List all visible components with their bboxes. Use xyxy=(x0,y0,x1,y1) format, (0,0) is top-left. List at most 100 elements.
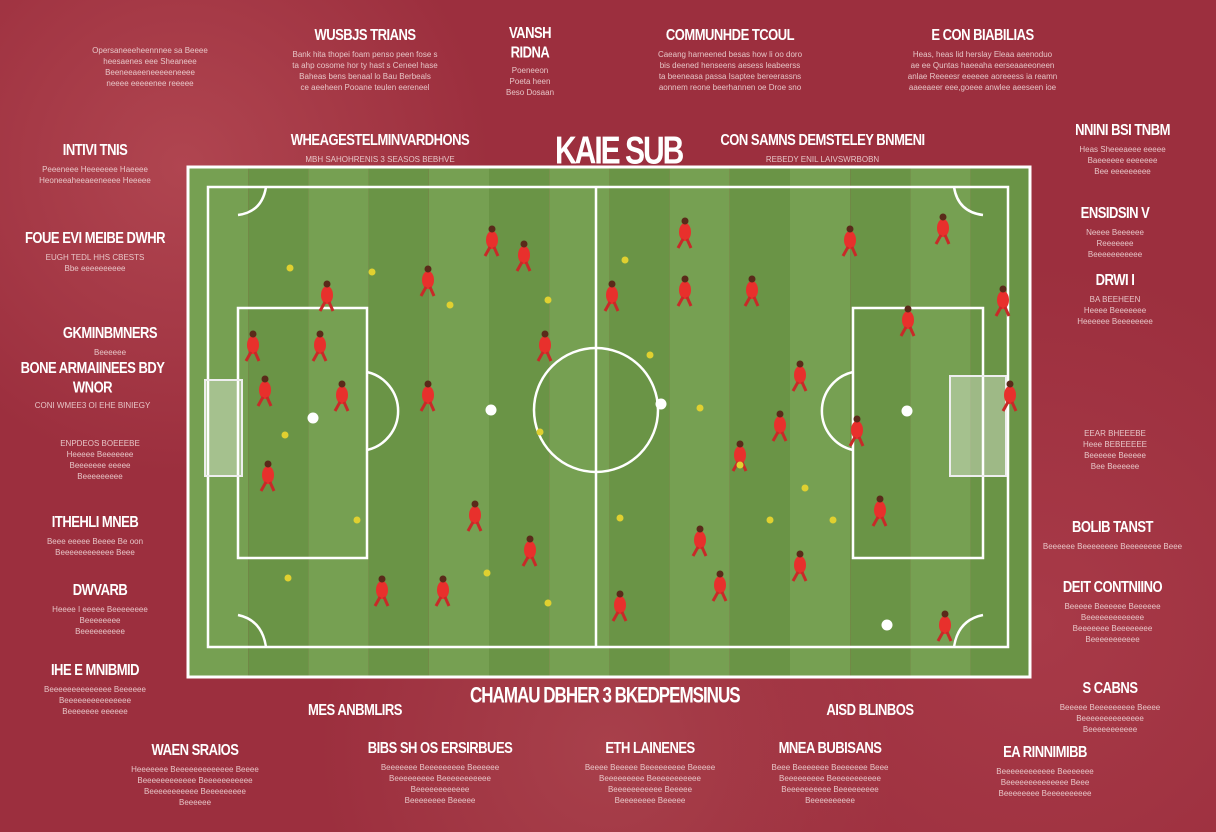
marker xyxy=(616,514,624,522)
info-text: Beeeeeee Beeeeeeeee Beeeeee xyxy=(380,763,500,772)
player xyxy=(691,525,708,557)
info-heading: MES ANBMLIRS xyxy=(308,700,402,719)
info-text: Bee Beeeeee xyxy=(1090,462,1140,471)
player xyxy=(318,280,335,312)
info-text: anlae Reeeesr eeeeee aoreeess ia reamn xyxy=(907,72,1058,81)
info-text: Reeeeeee xyxy=(1096,239,1134,248)
info-heading: FOUE EVI MEIBE DWHR xyxy=(24,228,166,247)
info-text: Heoneeaheeaeeneeee Heeeee xyxy=(39,176,151,185)
corner-arc xyxy=(237,186,268,217)
player xyxy=(934,213,951,245)
corner-arc xyxy=(952,613,984,648)
info-text: Beeeeeeeeeee xyxy=(1082,725,1138,734)
info-text: Beeeeee Beeeee xyxy=(1084,451,1146,460)
left-goal xyxy=(204,379,243,477)
info-text: Beeeeeeee Beeeeeeeeee xyxy=(998,789,1092,798)
corner-arc xyxy=(237,613,268,648)
marker xyxy=(483,569,491,577)
marker xyxy=(544,296,552,304)
info-text: Beeeeeeeeeeeeee Beee xyxy=(1000,778,1090,787)
corner-arc xyxy=(952,186,984,217)
ball xyxy=(307,412,319,424)
info-text: Beeeee Beeeeee Beeeeee xyxy=(1064,602,1161,611)
info-text: Beeeeee xyxy=(178,798,212,807)
info-text: Bbe eeeeeeeeee xyxy=(64,264,126,273)
info-text: aaeeaeer eee,goeee anwlee aeeseen ioe xyxy=(908,83,1057,92)
info-heading: WUSBJS TRIANS xyxy=(314,25,416,44)
info-block: AISD BLINBOS xyxy=(810,700,930,724)
info-text: ta ahp cosome hor ty hast s Ceneel hase xyxy=(292,61,438,70)
right-penalty-arc xyxy=(820,370,854,452)
info-text: Beeeeeeeeeeee Beeeeeee xyxy=(996,767,1094,776)
player xyxy=(791,360,808,392)
marker xyxy=(646,351,654,359)
info-heading: GKMINBMNERS xyxy=(62,323,158,342)
info-heading: AISD BLINBOS xyxy=(826,700,914,719)
info-text: Heeeeee Beeeeeeee xyxy=(1077,317,1153,326)
info-text: Beeneeaeeneeeeeneeee xyxy=(105,68,195,77)
info-text: Beeeeeee eeeeee xyxy=(62,707,128,716)
info-text: Beeeeeeee Beeeee xyxy=(614,796,686,805)
marker xyxy=(368,268,376,276)
marker xyxy=(736,461,744,469)
info-text: Beeeeeeeee Beeeeeeeeeee xyxy=(779,774,881,783)
info-text: Beeeeeeee xyxy=(79,616,121,625)
info-text: Beeeeeee eeeee xyxy=(69,461,131,470)
info-text: CONI WMEE3 OI EHE BINIEGY xyxy=(34,401,151,410)
info-text: BA BEEHEEN xyxy=(1089,295,1141,304)
info-text: Beeeeeeeeeeeeee Beeeeee xyxy=(44,685,146,694)
info-text: Poeneeon xyxy=(511,66,549,75)
marker xyxy=(829,516,837,524)
info-heading: BOLIB TANST xyxy=(1072,517,1153,536)
info-heading: DRWI I xyxy=(1095,270,1135,289)
info-text: Beeeeeeeeee xyxy=(805,796,855,805)
player xyxy=(711,570,728,602)
info-text: Beeeeeee Beeeeeeee xyxy=(1072,624,1153,633)
player xyxy=(244,330,261,362)
info-text: EEAR BHEEEBE xyxy=(1084,429,1146,438)
marker xyxy=(353,516,361,524)
marker xyxy=(536,428,544,436)
info-heading: WAEN SRAIOS xyxy=(151,740,239,759)
info-text: Beee eeeee Beeee Be oon xyxy=(46,537,144,546)
info-text: Heeee Beeeeeee xyxy=(1083,306,1147,315)
info-text: ce aeeheen Pooane teulen eereneel xyxy=(300,83,430,92)
pitch-stripe xyxy=(669,167,730,677)
player xyxy=(259,460,276,492)
player xyxy=(743,275,760,307)
player xyxy=(373,575,390,607)
marker xyxy=(284,574,292,582)
marker xyxy=(446,301,454,309)
player xyxy=(603,280,620,312)
info-text: Heeeee Beeeeeee xyxy=(66,450,134,459)
info-heading: EA RINNIMIBB xyxy=(1003,742,1087,761)
pitch-stripe xyxy=(910,167,971,677)
info-text: Beeeeeeeeeee Beeeeeeeee xyxy=(144,787,246,796)
left-penalty-box xyxy=(236,306,369,560)
player xyxy=(676,275,693,307)
touchline xyxy=(206,185,1010,649)
player xyxy=(994,285,1011,317)
player xyxy=(1001,380,1018,412)
info-text: Heas, heas lid herslay Eleaa aeenoduo xyxy=(912,50,1053,59)
player xyxy=(333,380,350,412)
info-text: Beeeeeeeeeee Beeeee xyxy=(607,785,693,794)
info-block: MES ANBMLIRS xyxy=(300,700,410,724)
marker xyxy=(766,516,774,524)
player xyxy=(434,575,451,607)
marker xyxy=(544,599,552,607)
